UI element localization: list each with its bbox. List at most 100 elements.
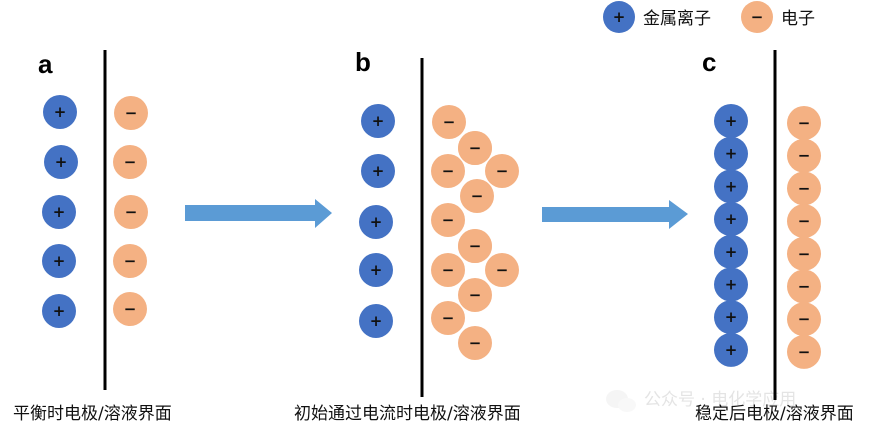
right-arrow-icon [185,199,332,228]
plus-circle-icon [714,169,748,204]
electron: − [431,203,465,237]
metal-ion: + [714,267,748,302]
minus-sign: − [469,237,482,255]
electron: − [787,269,821,304]
right-arrow-icon [542,200,688,229]
panel-b-letter: b [355,47,371,77]
minus-circle-icon [787,302,821,337]
minus-circle-icon [431,203,465,237]
electron: − [458,278,492,312]
metal-ion: + [359,253,393,287]
watermark: 公众号 · 电化学应用 [606,390,796,412]
metal-ion: + [359,205,393,239]
plus-circle-icon [361,154,395,188]
minus-circle-icon [787,236,821,271]
plus-circle-icon [42,195,76,229]
minus-sign: − [798,278,811,296]
minus-sign: − [442,261,455,279]
panel-a-caption: 平衡时电极/溶液界面 [13,404,172,424]
plus-circle-icon [42,294,76,328]
plus-sign: + [725,243,738,261]
plus-sign: + [55,153,68,171]
plus-sign: + [370,213,383,231]
minus-circle-icon [458,326,492,360]
plus-circle-icon [44,145,78,179]
plus-circle-icon [714,267,748,302]
plus-sign: + [372,112,385,130]
minus-sign: − [443,113,456,131]
legend-item-metal-ion: + 金属离子 [603,1,711,33]
plus-sign: + [53,203,66,221]
minus-circle-icon [432,105,466,139]
plus-circle-icon [43,95,77,129]
electron: − [787,106,821,140]
electron: − [787,204,821,239]
plus-sign: + [725,210,738,228]
legend-sign-minus: − [751,8,764,26]
electron: − [114,195,148,229]
plus-sign: + [370,312,383,330]
plus-sign: + [53,252,66,270]
electron: − [431,154,465,188]
metal-ion: + [44,145,78,179]
minus-circle-icon [431,301,465,335]
minus-sign: − [469,139,482,157]
plus-sign: + [725,177,738,195]
minus-circle-icon [458,278,492,312]
plus-sign: + [372,162,385,180]
minus-circle-icon [431,154,465,188]
electron: − [458,326,492,360]
minus-circle-icon [113,145,147,179]
minus-sign: − [798,212,811,230]
minus-circle-icon [485,154,519,188]
panel-a-particles: +++++−−−−− [42,95,148,328]
panel-b-particles: +++++−−−−−−−−−−−−−− [359,104,519,360]
panel-b-caption: 初始通过电流时电极/溶液界面 [294,404,521,424]
minus-sign: − [442,211,455,229]
metal-ion: + [714,234,748,269]
minus-sign: − [798,147,811,165]
metal-ion: + [359,304,393,338]
plus-circle-icon [714,300,748,335]
minus-circle-icon [787,204,821,239]
minus-sign: − [124,300,137,318]
metal-ion: + [42,244,76,278]
minus-sign: − [798,343,811,361]
metal-ion: + [42,195,76,229]
panel-c-caption: 稳定后电极/溶液界面 [695,404,854,424]
minus-sign: − [442,309,455,327]
plus-circle-icon [359,304,393,338]
plus-sign: + [370,261,383,279]
minus-circle-icon [787,106,821,140]
metal-ion: + [714,136,748,171]
plus-circle-icon [714,104,748,138]
electron: − [787,171,821,206]
legend-sign-plus: + [613,8,626,26]
plus-sign: + [725,145,738,163]
plus-sign: + [725,112,738,130]
electron: − [485,154,519,188]
electron: − [787,334,821,369]
minus-sign: − [124,153,137,171]
electron: − [458,131,492,165]
minus-sign: − [125,203,138,221]
plus-circle-icon [714,234,748,269]
plus-sign: + [725,308,738,326]
plus-circle-icon [714,136,748,171]
plus-circle-icon [359,205,393,239]
metal-ion: + [714,104,748,138]
panel-a-letter: a [38,49,53,79]
electron: − [113,145,147,179]
minus-circle-icon [787,334,821,369]
metal-ion: + [714,169,748,204]
metal-ion: + [42,294,76,328]
watermark-text: 公众号 · 电化学应用 [644,390,796,410]
minus-circle-icon [787,269,821,304]
minus-circle-icon [460,179,494,213]
plus-sign: + [54,103,67,121]
minus-circle-icon [741,1,773,33]
plus-circle-icon [714,202,748,237]
electron: − [458,229,492,263]
electron: − [787,138,821,173]
